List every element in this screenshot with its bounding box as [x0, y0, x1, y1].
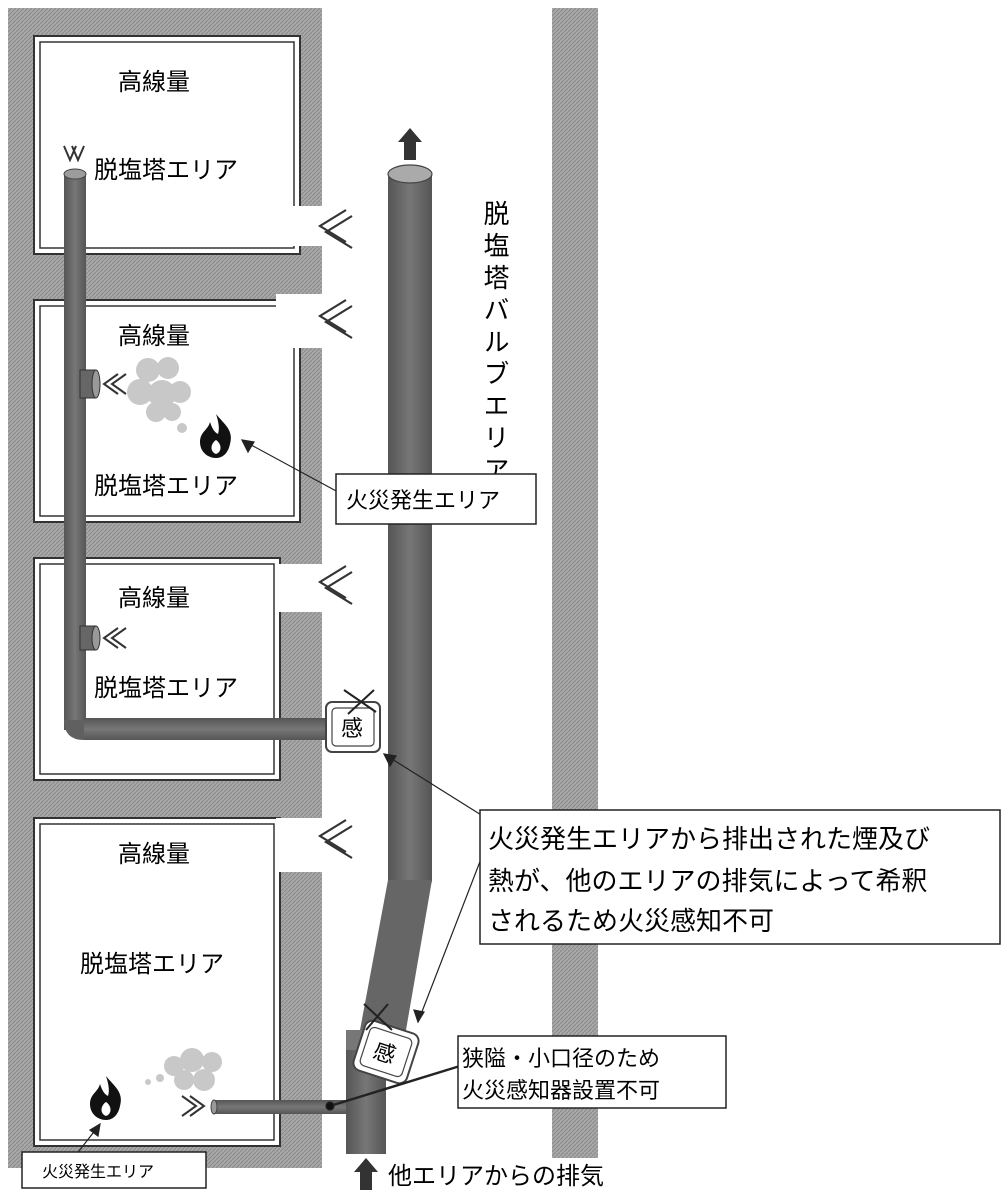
up-arrow-icon [398, 128, 422, 160]
callout-dilution-line-2: 熱が、他のエリアの排気によって希釈 [488, 867, 927, 897]
left-exhaust-pipe [63, 168, 340, 740]
room-labels: 高線量 脱塩塔エリア 高線量 脱塩塔エリア 高線量 脱塩塔エリア 高線量 脱塩塔… [80, 68, 238, 978]
sensor-upper: 感 [325, 701, 381, 753]
right-wall [552, 8, 598, 1158]
valve-area-label: 脱塩塔バルブエリア [479, 200, 509, 488]
callout-narrow-note: 狭隘・小口径のため 火災感知器設置不可 [457, 1035, 727, 1109]
callout-narrow-line-2: 火災感知器設置不可 [462, 1079, 660, 1104]
cross-mark-icon [343, 689, 377, 715]
callout-dilution-note: 火災発生エリアから排出された煙及び 熱が、他のエリアの排気によって希釈 されるた… [479, 809, 1001, 945]
callout-fire-area-lower-text: 火災発生エリア [42, 1162, 154, 1181]
callout-dilution-line-3: されるため火災感知不可 [488, 907, 774, 937]
room-2-bottom-label: 脱塩塔エリア [94, 472, 238, 500]
room-4-bottom-label: 脱塩塔エリア [80, 950, 224, 978]
room-1-bottom-label: 脱塩塔エリア [94, 156, 238, 184]
up-arrow-icon [354, 1158, 378, 1190]
callout-narrow-line-1: 狭隘・小口径のため [462, 1047, 660, 1072]
main-exhaust-pipe [210, 164, 433, 1154]
callout-fire-area-lower: 火災発生エリア [21, 1151, 207, 1189]
sensor-lower: 感 [352, 1019, 420, 1085]
smoke-icon [145, 1048, 222, 1091]
callout-dilution-line-1: 火災発生エリアから排出された煙及び [488, 825, 930, 855]
room-4 [33, 817, 326, 1147]
valve-area-label-text: 脱塩塔バルブエリア [479, 200, 509, 488]
intake-arrow-icon [63, 145, 206, 1117]
callout-fire-area-upper-text: 火災発生エリア [346, 489, 500, 514]
callout-fire-area-upper: 火災発生エリア [335, 473, 537, 525]
leader-lines [71, 439, 487, 1161]
sensor-upper-label: 感 [341, 717, 363, 742]
room-2-top-label: 高線量 [118, 322, 190, 350]
room-4-top-label: 高線量 [118, 840, 190, 868]
room-3-bottom-label: 脱塩塔エリア [94, 674, 238, 702]
room-3-top-label: 高線量 [118, 584, 190, 612]
smoke-icon [127, 357, 191, 433]
exhaust-inlet-label: 他エリアからの排気 [388, 1162, 604, 1190]
cross-mark-icon [363, 1003, 393, 1031]
room-1-top-label: 高線量 [118, 68, 190, 96]
